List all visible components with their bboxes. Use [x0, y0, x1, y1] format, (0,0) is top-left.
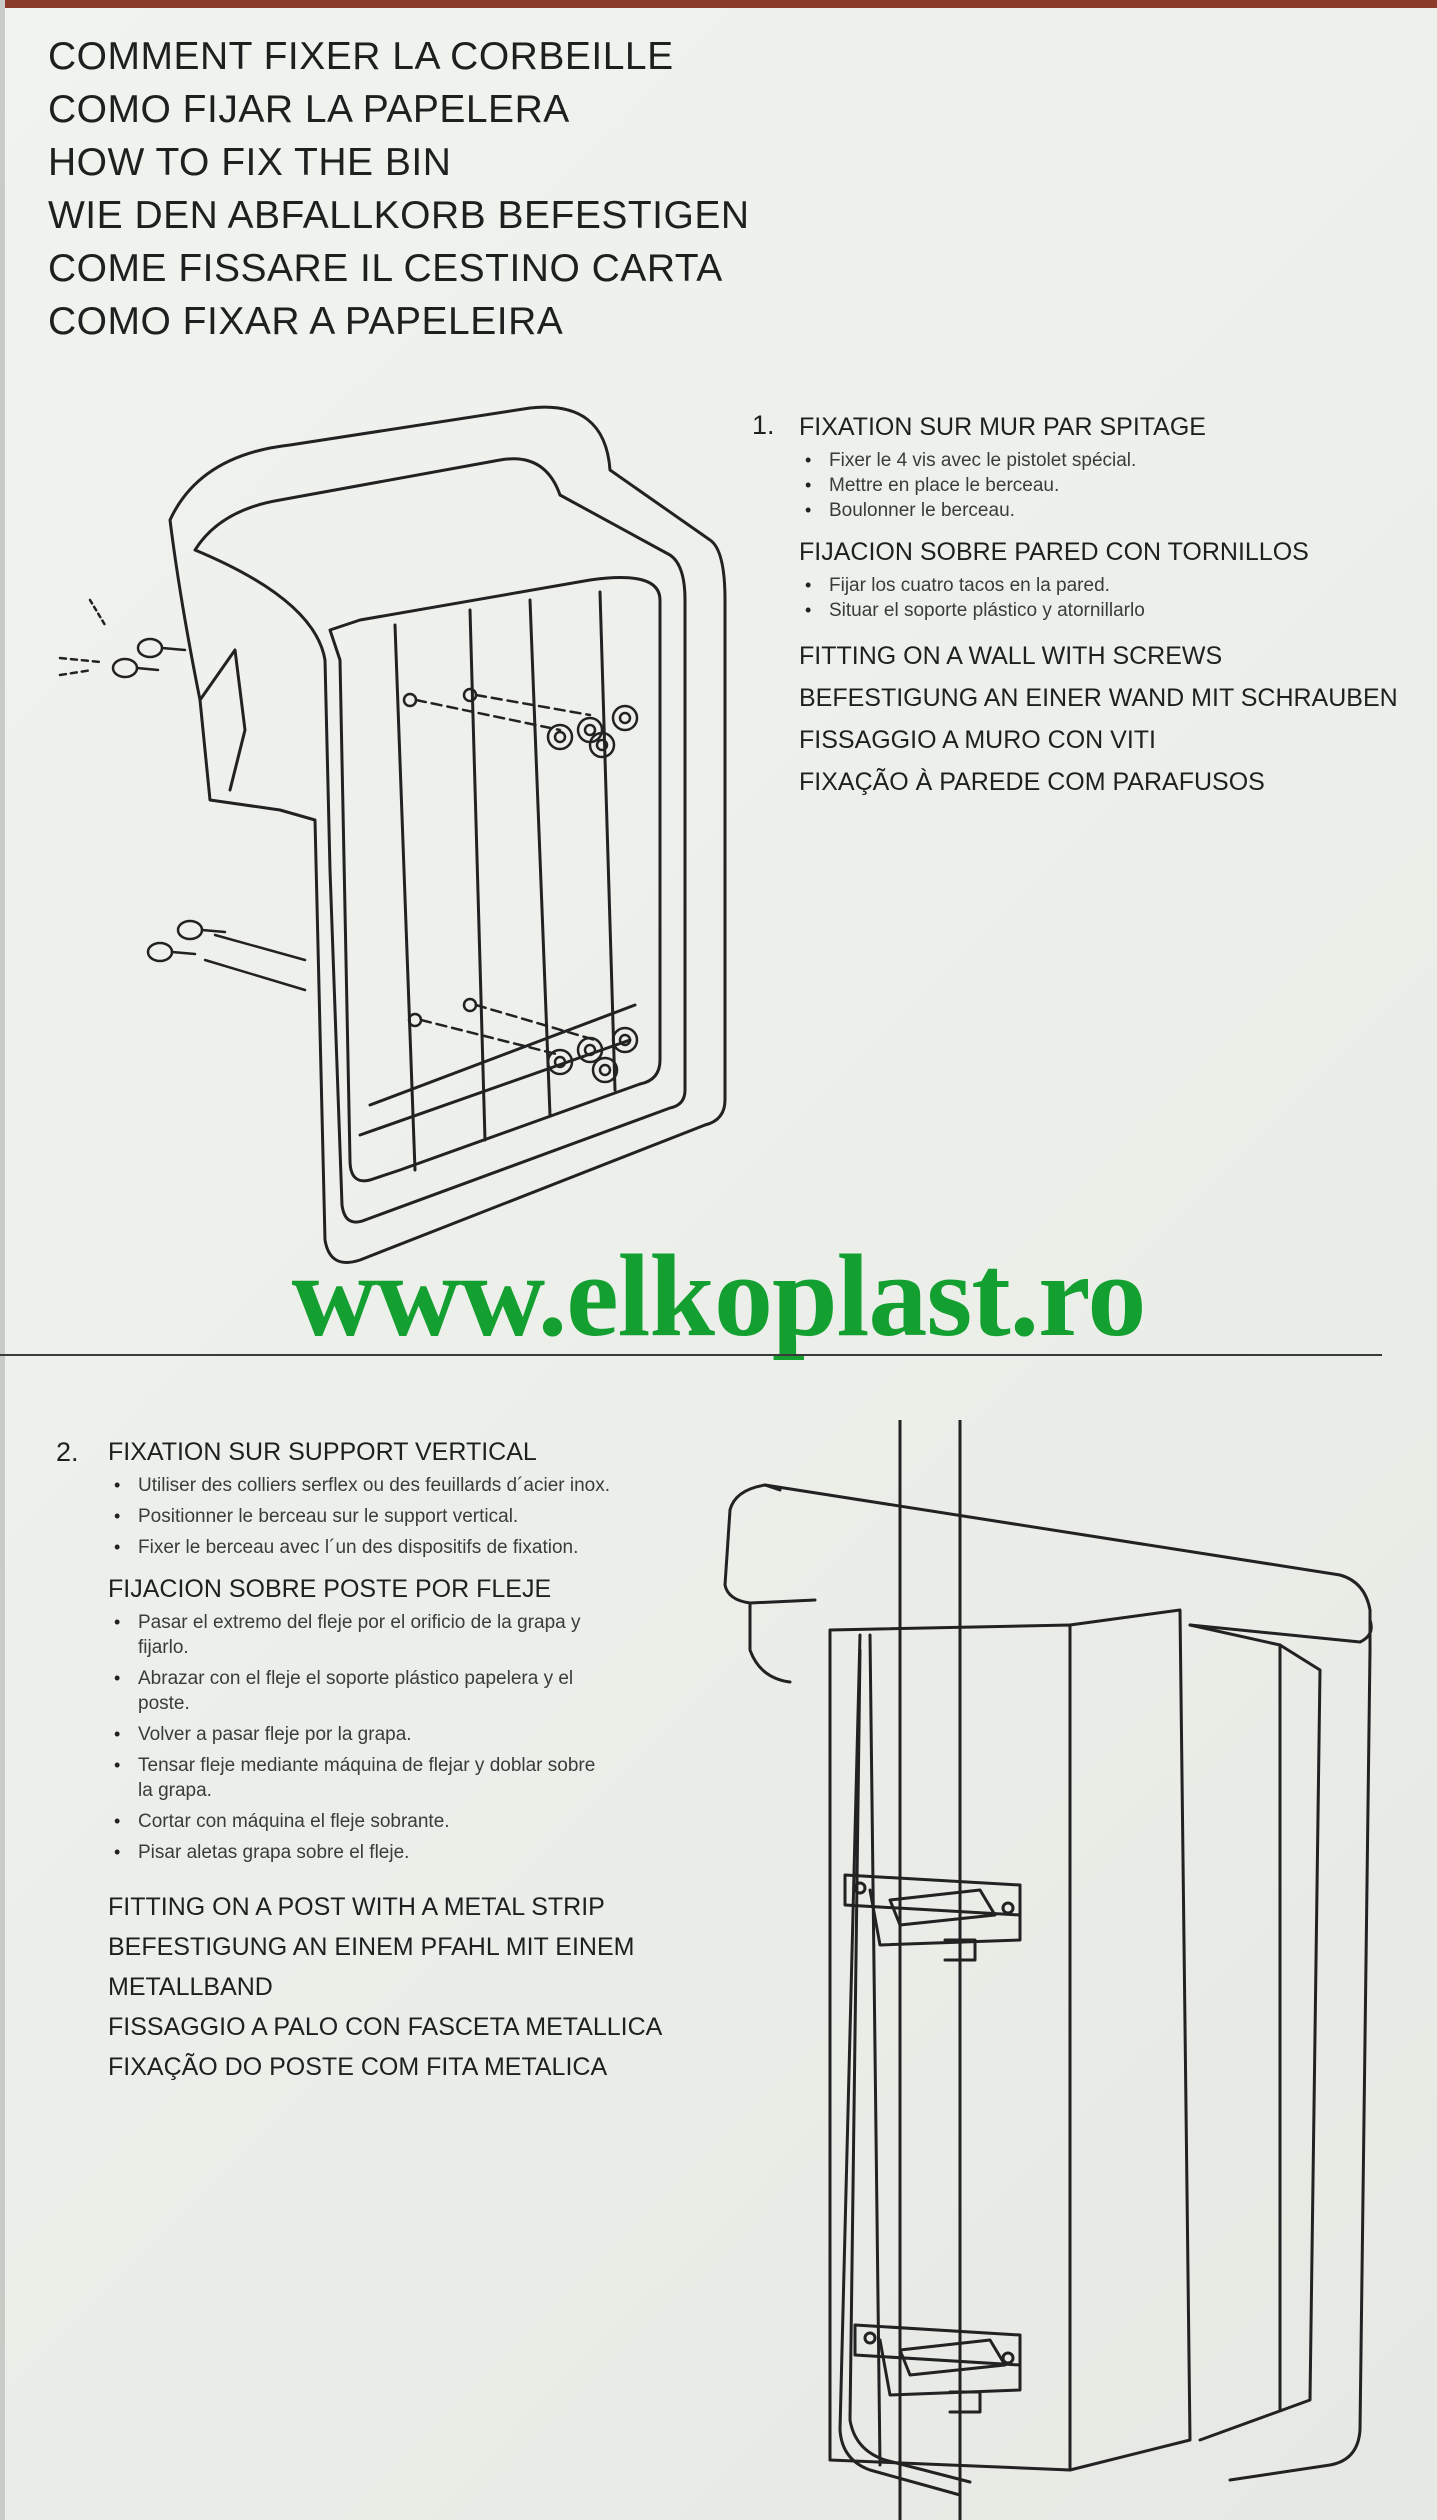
section-2-heading-fr: FIXATION SUR SUPPORT VERTICAL	[108, 1438, 537, 1466]
list-item: Positionner le berceau sur le support ve…	[108, 1504, 668, 1529]
section-2-heading-de: BEFESTIGUNG AN EINEM PFAHL MIT EINEM MET…	[108, 1933, 635, 2001]
title-de: WIE DEN ABFALLKORB BEFESTIGEN	[48, 194, 750, 237]
list-item: Fijar los cuatro tacos en la pared.	[799, 573, 1412, 598]
list-item: Situar el soporte plástico y atornillarl…	[799, 598, 1412, 623]
section-1-heading-fr: FIXATION SUR MUR PAR SPITAGE	[799, 413, 1206, 441]
list-item: Utiliser des colliers serflex ou des feu…	[108, 1473, 668, 1498]
section-1-bullets-es: Fijar los cuatro tacos en la pared. Situ…	[799, 573, 1412, 623]
list-item: Cortar con máquina el fleje sobrante.	[108, 1809, 608, 1834]
title-fr: COMMENT FIXER LA CORBEILLE	[48, 35, 674, 78]
section-1-heading-es: FIJACION SOBRE PARED CON TORNILLOS	[799, 538, 1309, 566]
section-2-heading-en: FITTING ON A POST WITH A METAL STRIP	[108, 1893, 605, 1921]
section-divider	[0, 1354, 1382, 1356]
section-1-other-languages: FITTING ON A WALL WITH SCREWS BEFESTIGUN…	[799, 635, 1412, 803]
section-2-other-languages: FITTING ON A POST WITH A METAL STRIP BEF…	[108, 1887, 798, 2087]
title-block: COMMENT FIXER LA CORBEILLE COMO FIJAR LA…	[48, 30, 750, 348]
section-2-heading-es: FIJACION SOBRE POSTE POR FLEJE	[108, 1575, 552, 1603]
section-2-bullets-fr: Utiliser des colliers serflex ou des feu…	[108, 1473, 668, 1560]
section-1-heading-it: FISSAGGIO A MURO CON VITI	[799, 726, 1156, 754]
list-item: Tensar fleje mediante máquina de flejar …	[108, 1753, 608, 1803]
list-item: Pisar aletas grapa sobre el fleje.	[108, 1840, 608, 1865]
section-1-bullets-fr: Fixer le 4 vis avec le pistolet spécial.…	[799, 448, 1412, 523]
section-1-heading-de: BEFESTIGUNG AN EINER WAND MIT SCHRAUBEN	[799, 684, 1398, 712]
section-1-heading-pt: FIXAÇÃO À PAREDE COM PARAFUSOS	[799, 768, 1265, 796]
section-1-number: 1.	[752, 410, 775, 440]
title-pt: COMO FIXAR A PAPELEIRA	[48, 300, 564, 343]
list-item: Pasar el extremo del fleje por el orific…	[108, 1610, 608, 1660]
section-post-fixing: 2. FIXATION SUR SUPPORT VERTICAL Utilise…	[56, 1435, 796, 2087]
section-1-heading-en: FITTING ON A WALL WITH SCREWS	[799, 642, 1223, 670]
title-es: COMO FIJAR LA PAPELERA	[48, 88, 570, 131]
title-it: COME FISSARE IL CESTINO CARTA	[48, 247, 723, 290]
section-2-heading-it: FISSAGGIO A PALO CON FASCETA METALLICA	[108, 2013, 663, 2041]
list-item: Abrazar con el fleje el soporte plástico…	[108, 1666, 608, 1716]
list-item: Fixer le berceau avec l´un des dispositi…	[108, 1535, 668, 1560]
page-left-edge	[0, 0, 5, 2520]
list-item: Boulonner le berceau.	[799, 498, 1412, 523]
list-item: Mettre en place le berceau.	[799, 473, 1412, 498]
section-wall-fixing: 1. FIXATION SUR MUR PAR SPITAGE Fixer le…	[752, 410, 1412, 803]
post-mount-illustration	[723, 1420, 1373, 2520]
wall-cradle-illustration	[58, 405, 727, 1264]
list-item: Fixer le 4 vis avec le pistolet spécial.	[799, 448, 1412, 473]
list-item: Volver a pasar fleje por la grapa.	[108, 1722, 608, 1747]
website-watermark: www.elkoplast.ro	[291, 1230, 1147, 1361]
section-2-heading-pt: FIXAÇÃO DO POSTE COM FITA METALICA	[108, 2053, 608, 2081]
page-top-edge	[0, 0, 1437, 8]
section-2-bullets-es: Pasar el extremo del fleje por el orific…	[108, 1610, 608, 1865]
title-en: HOW TO FIX THE BIN	[48, 141, 452, 184]
section-2-number: 2.	[56, 1437, 79, 1467]
